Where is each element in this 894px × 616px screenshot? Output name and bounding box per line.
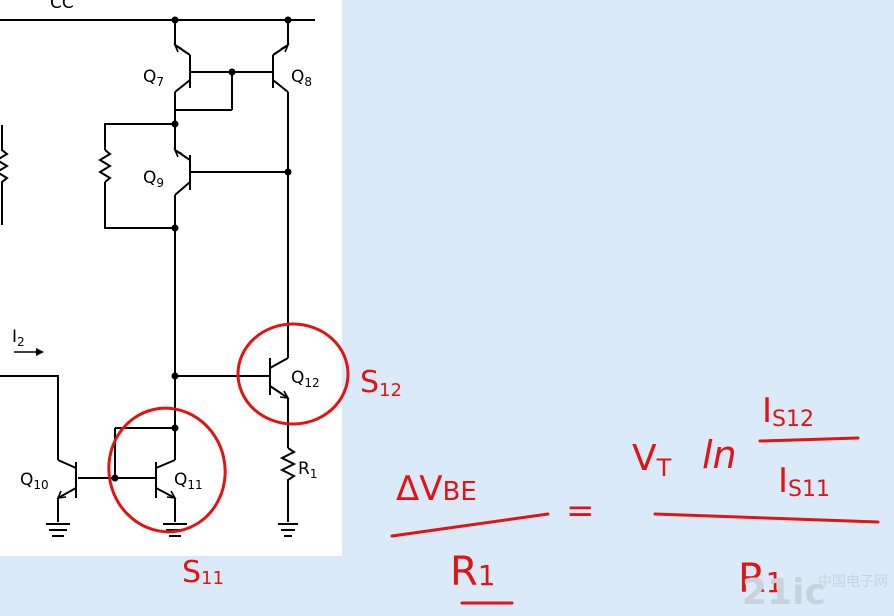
rhs-denominator: R1 — [738, 556, 784, 602]
q7-label: Q7 — [143, 67, 164, 89]
circle-q11 — [107, 406, 227, 534]
loop-wire — [104, 182, 175, 229]
loop-wire — [104, 123, 175, 150]
r1-label: R1 — [298, 459, 317, 481]
transistor-q10 — [0, 375, 77, 522]
ln-term: ln — [702, 433, 737, 477]
equals-sign: = — [566, 491, 595, 531]
i2-label: I2 — [12, 327, 25, 349]
fraction-bar-right — [653, 512, 880, 524]
resistor-r1 — [279, 447, 297, 522]
watermark-logo: 21ic — [742, 572, 826, 613]
schematic-paper — [0, 0, 342, 556]
q10-label: Q10 — [20, 470, 49, 492]
q9-label: Q9 — [143, 168, 164, 190]
q8-label: Q8 — [291, 67, 312, 89]
q12-label: Q12 — [291, 368, 320, 390]
fraction-bar-left — [390, 512, 550, 538]
transistor-q8 — [272, 20, 290, 172]
resistor-left — [98, 149, 112, 183]
is12-term: IS12 — [762, 391, 814, 432]
lhs-denominator: R1 — [450, 549, 496, 595]
q11-label: Q11 — [174, 470, 203, 492]
s12-annotation: S12 — [360, 365, 402, 401]
s11-annotation: S11 — [182, 555, 224, 590]
ground-symbol — [278, 523, 298, 537]
transistor-q11 — [155, 428, 177, 522]
current-arrow-head — [36, 348, 44, 356]
vt-term: VT — [632, 438, 672, 482]
fraction-bar-inner — [758, 436, 860, 443]
vcc-label: CC — [50, 0, 74, 13]
ground-symbol — [46, 523, 70, 537]
delta-vbe: ΔVBE — [396, 469, 477, 509]
watermark-sub: 中国电子网 — [818, 574, 888, 590]
is11-term: IS11 — [778, 461, 830, 502]
transistor-q12 — [269, 357, 290, 448]
resistor-partial — [0, 125, 9, 225]
circle-q12 — [236, 322, 350, 426]
